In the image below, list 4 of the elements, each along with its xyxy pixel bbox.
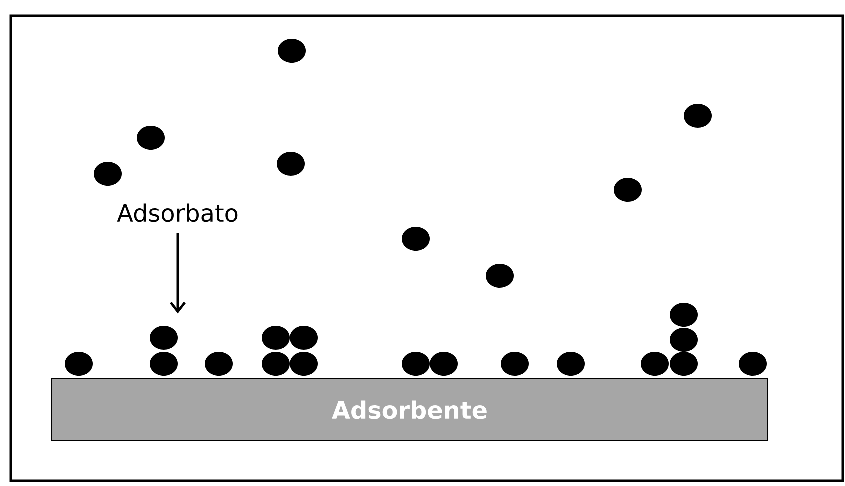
label-text: Adsorbato	[117, 204, 238, 222]
arrow	[170, 233, 186, 314]
particle	[150, 326, 178, 350]
adsorbent-bar: Adsorbente	[52, 378, 768, 442]
